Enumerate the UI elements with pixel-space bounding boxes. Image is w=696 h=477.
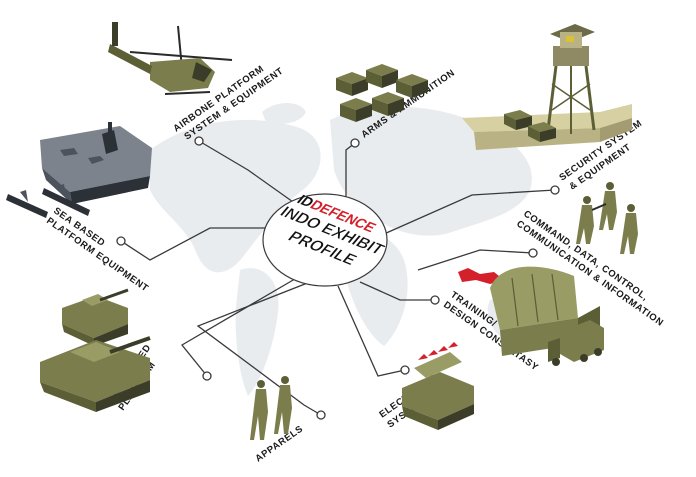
wire-airborne xyxy=(198,140,311,215)
wire-security xyxy=(383,189,556,235)
connector-lines xyxy=(116,136,560,420)
wire-electronic xyxy=(337,285,406,377)
soldiers-icon xyxy=(576,182,638,254)
node-security xyxy=(550,185,560,195)
truck-icon xyxy=(548,320,604,366)
helicopter-icon xyxy=(108,22,233,95)
node-apparels xyxy=(316,410,326,420)
watchtower-icon xyxy=(462,24,632,150)
ammo-crates-icon xyxy=(336,64,428,122)
soldiers-apparels-icon xyxy=(250,376,292,440)
node-electronic xyxy=(400,365,410,375)
node-land xyxy=(202,371,212,381)
center-badge: IDDEFENCE INDO EXHIBIT PROFILE xyxy=(262,193,388,287)
wire-sea xyxy=(120,227,275,261)
tank-icon xyxy=(40,288,151,412)
node-airborne xyxy=(194,136,204,146)
node-command xyxy=(528,248,538,258)
node-training xyxy=(430,295,440,305)
launcher-vehicle-icon xyxy=(402,342,474,430)
node-arms xyxy=(350,138,360,148)
wire-command xyxy=(417,249,534,271)
wire-training xyxy=(359,281,435,301)
wire-land xyxy=(181,275,301,377)
missile-icon xyxy=(6,184,90,218)
aircraft-carrier-icon xyxy=(40,122,152,204)
label-sea-line2: PLATFORM EQUIPMENT xyxy=(44,215,150,294)
node-sea xyxy=(116,236,126,246)
wire-apparels xyxy=(196,281,322,416)
